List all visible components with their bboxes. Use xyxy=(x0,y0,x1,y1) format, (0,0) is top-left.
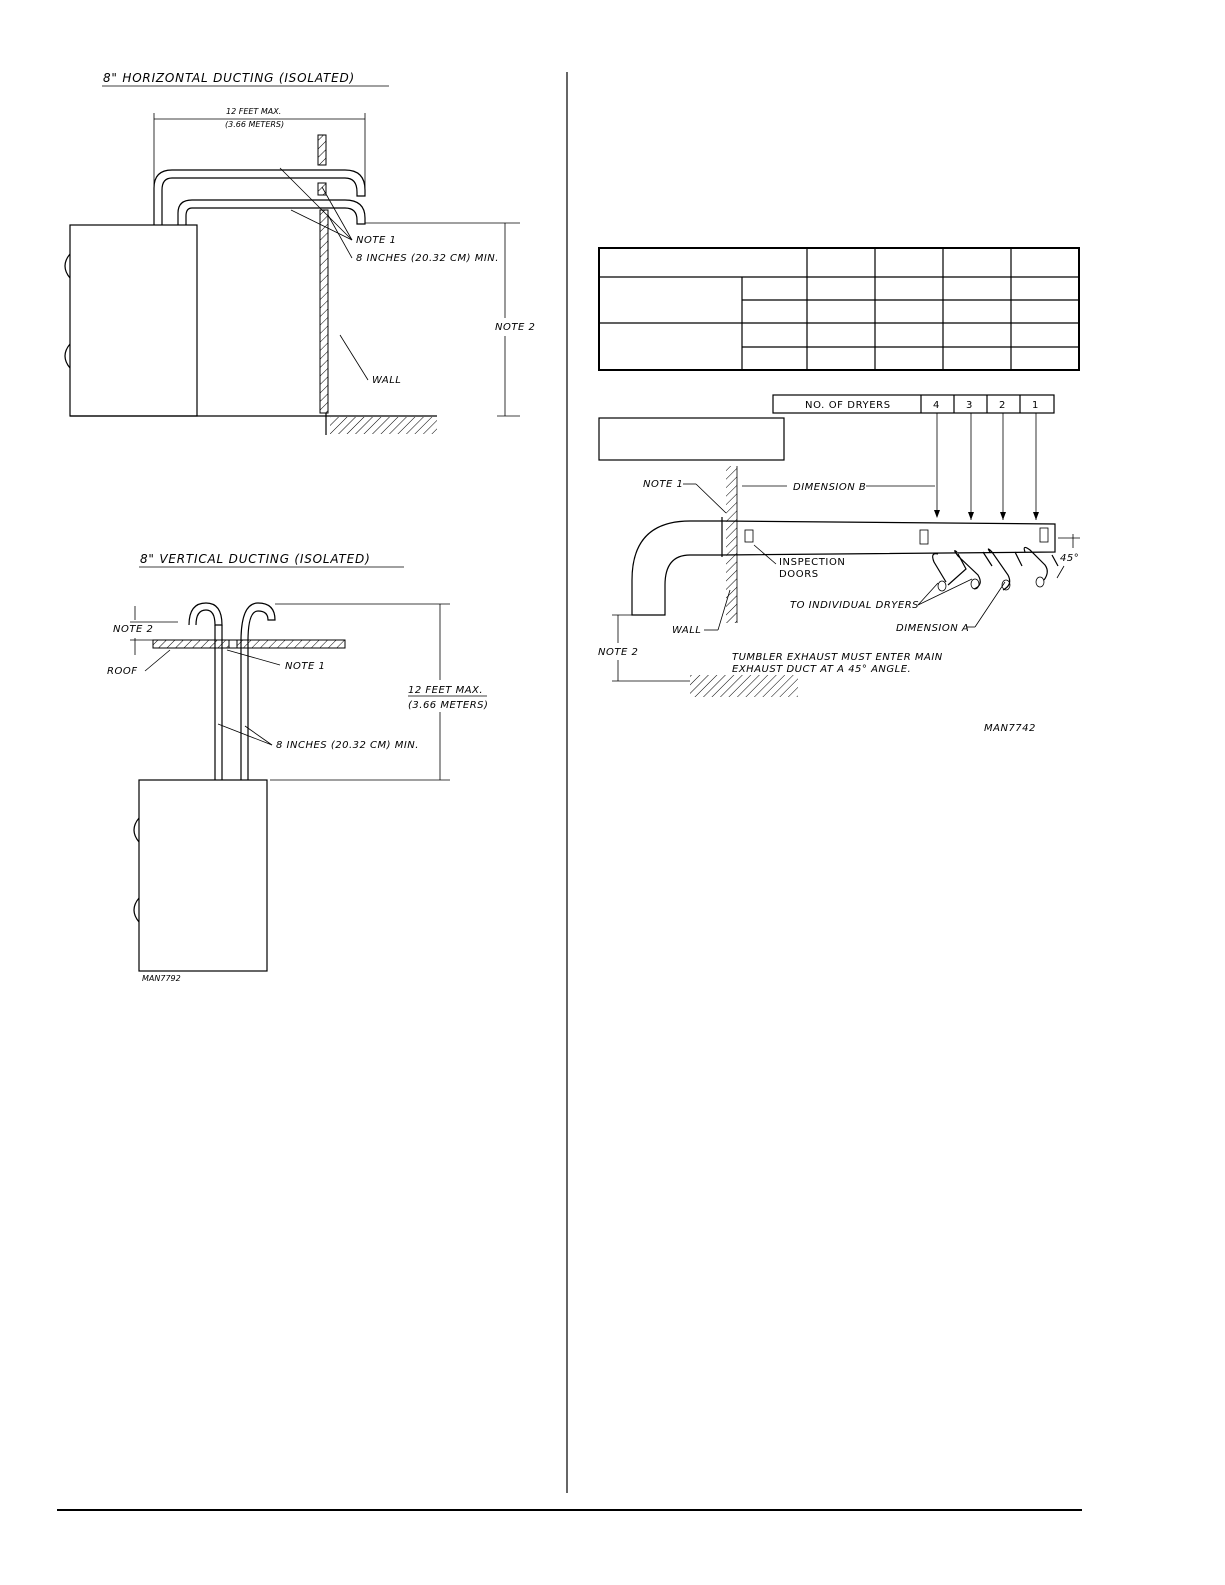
wall-cap xyxy=(317,134,327,166)
branch-duct-2 xyxy=(987,548,1023,591)
vertical-note1: NOTE 1 xyxy=(285,661,325,672)
inspection-label-2: DOORS xyxy=(779,569,819,580)
dryers-count-label: NO. OF DRYERS xyxy=(805,400,891,411)
vertical-max-length-metric: (3.66 METERS) xyxy=(408,700,488,711)
common-note1: NOTE 1 xyxy=(643,479,683,490)
sizing-table xyxy=(598,247,1080,371)
common-drawing-code: MAN7742 xyxy=(984,723,1036,734)
dryer-number-3: 3 xyxy=(966,400,973,411)
empty-caption-box xyxy=(598,417,785,461)
common-wall-label: WALL xyxy=(672,625,701,636)
dimension-a: DIMENSION A xyxy=(896,623,969,634)
vertical-max-length: 12 FEET MAX. xyxy=(408,685,483,696)
dryer-number-1: 1 xyxy=(1032,400,1039,411)
horizontal-title: 8" HORIZONTAL DUCTING (ISOLATED) xyxy=(103,71,355,85)
inspection-door-3 xyxy=(1039,527,1049,543)
horizontal-max-length-metric: (3.66 METERS) xyxy=(225,120,284,129)
vertical-note2: NOTE 2 xyxy=(113,624,153,635)
branch-duct-3 xyxy=(954,550,993,590)
vertical-drawing-code: MAN7792 xyxy=(142,974,181,983)
to-individual-dryers: TO INDIVIDUAL DRYERS xyxy=(790,600,919,611)
horizontal-note2: NOTE 2 xyxy=(495,322,535,333)
horizontal-note1: NOTE 1 xyxy=(356,235,396,246)
common-ducting-diagram: NO. OF DRYERS 4 3 2 1 NOTE 1 WALL DIMENS… xyxy=(598,394,1080,734)
common-wall xyxy=(726,466,737,623)
ground xyxy=(330,417,437,434)
vertical-hood-left xyxy=(188,602,223,626)
vertical-title: 8" VERTICAL DUCTING (ISOLATED) xyxy=(140,552,371,566)
dimension-b: DIMENSION B xyxy=(793,482,866,493)
angle-45: 45° xyxy=(1060,553,1079,564)
duct-outer xyxy=(153,169,366,225)
branch-duct-1 xyxy=(1023,546,1059,581)
horizontal-max-length: 12 FEET MAX. xyxy=(226,107,281,116)
vertical-ducting-diagram: 8" VERTICAL DUCTING (ISOLATED) NOTE 2 RO… xyxy=(107,552,488,983)
vertical-min-dist: 8 INCHES (20.32 CM) MIN. xyxy=(276,740,419,751)
wall xyxy=(319,209,329,414)
dryer-number-2: 2 xyxy=(999,400,1006,411)
vertical-roof: ROOF xyxy=(107,666,137,677)
roof xyxy=(152,639,346,649)
main-exhaust-duct xyxy=(721,520,1056,556)
dryers-count-box xyxy=(772,394,1055,414)
inspection-label-1: INSPECTION xyxy=(779,557,846,568)
dryer-door-knob xyxy=(64,253,71,279)
vertical-dryer-cabinet xyxy=(138,779,268,972)
common-note2: NOTE 2 xyxy=(598,647,638,658)
horizontal-ducting-diagram: 8" HORIZONTAL DUCTING (ISOLATED) 12 FEET… xyxy=(64,71,535,435)
exhaust-note-line1: TUMBLER EXHAUST MUST ENTER MAIN xyxy=(732,652,943,663)
inspection-door-1 xyxy=(744,529,754,543)
exhaust-note-line2: EXHAUST DUCT AT A 45° ANGLE. xyxy=(732,664,911,675)
horizontal-min-dist: 8 INCHES (20.32 CM) MIN. xyxy=(356,253,499,264)
dryer-number-4: 4 xyxy=(933,400,940,411)
horizontal-wall: WALL xyxy=(372,375,401,386)
duct-inner xyxy=(177,199,366,225)
dryer-cabinet xyxy=(69,224,198,417)
inspection-door-2 xyxy=(919,529,929,545)
vertical-hood-right xyxy=(240,602,276,642)
exhaust-elbow xyxy=(631,520,722,616)
floor-hatch xyxy=(690,675,798,697)
